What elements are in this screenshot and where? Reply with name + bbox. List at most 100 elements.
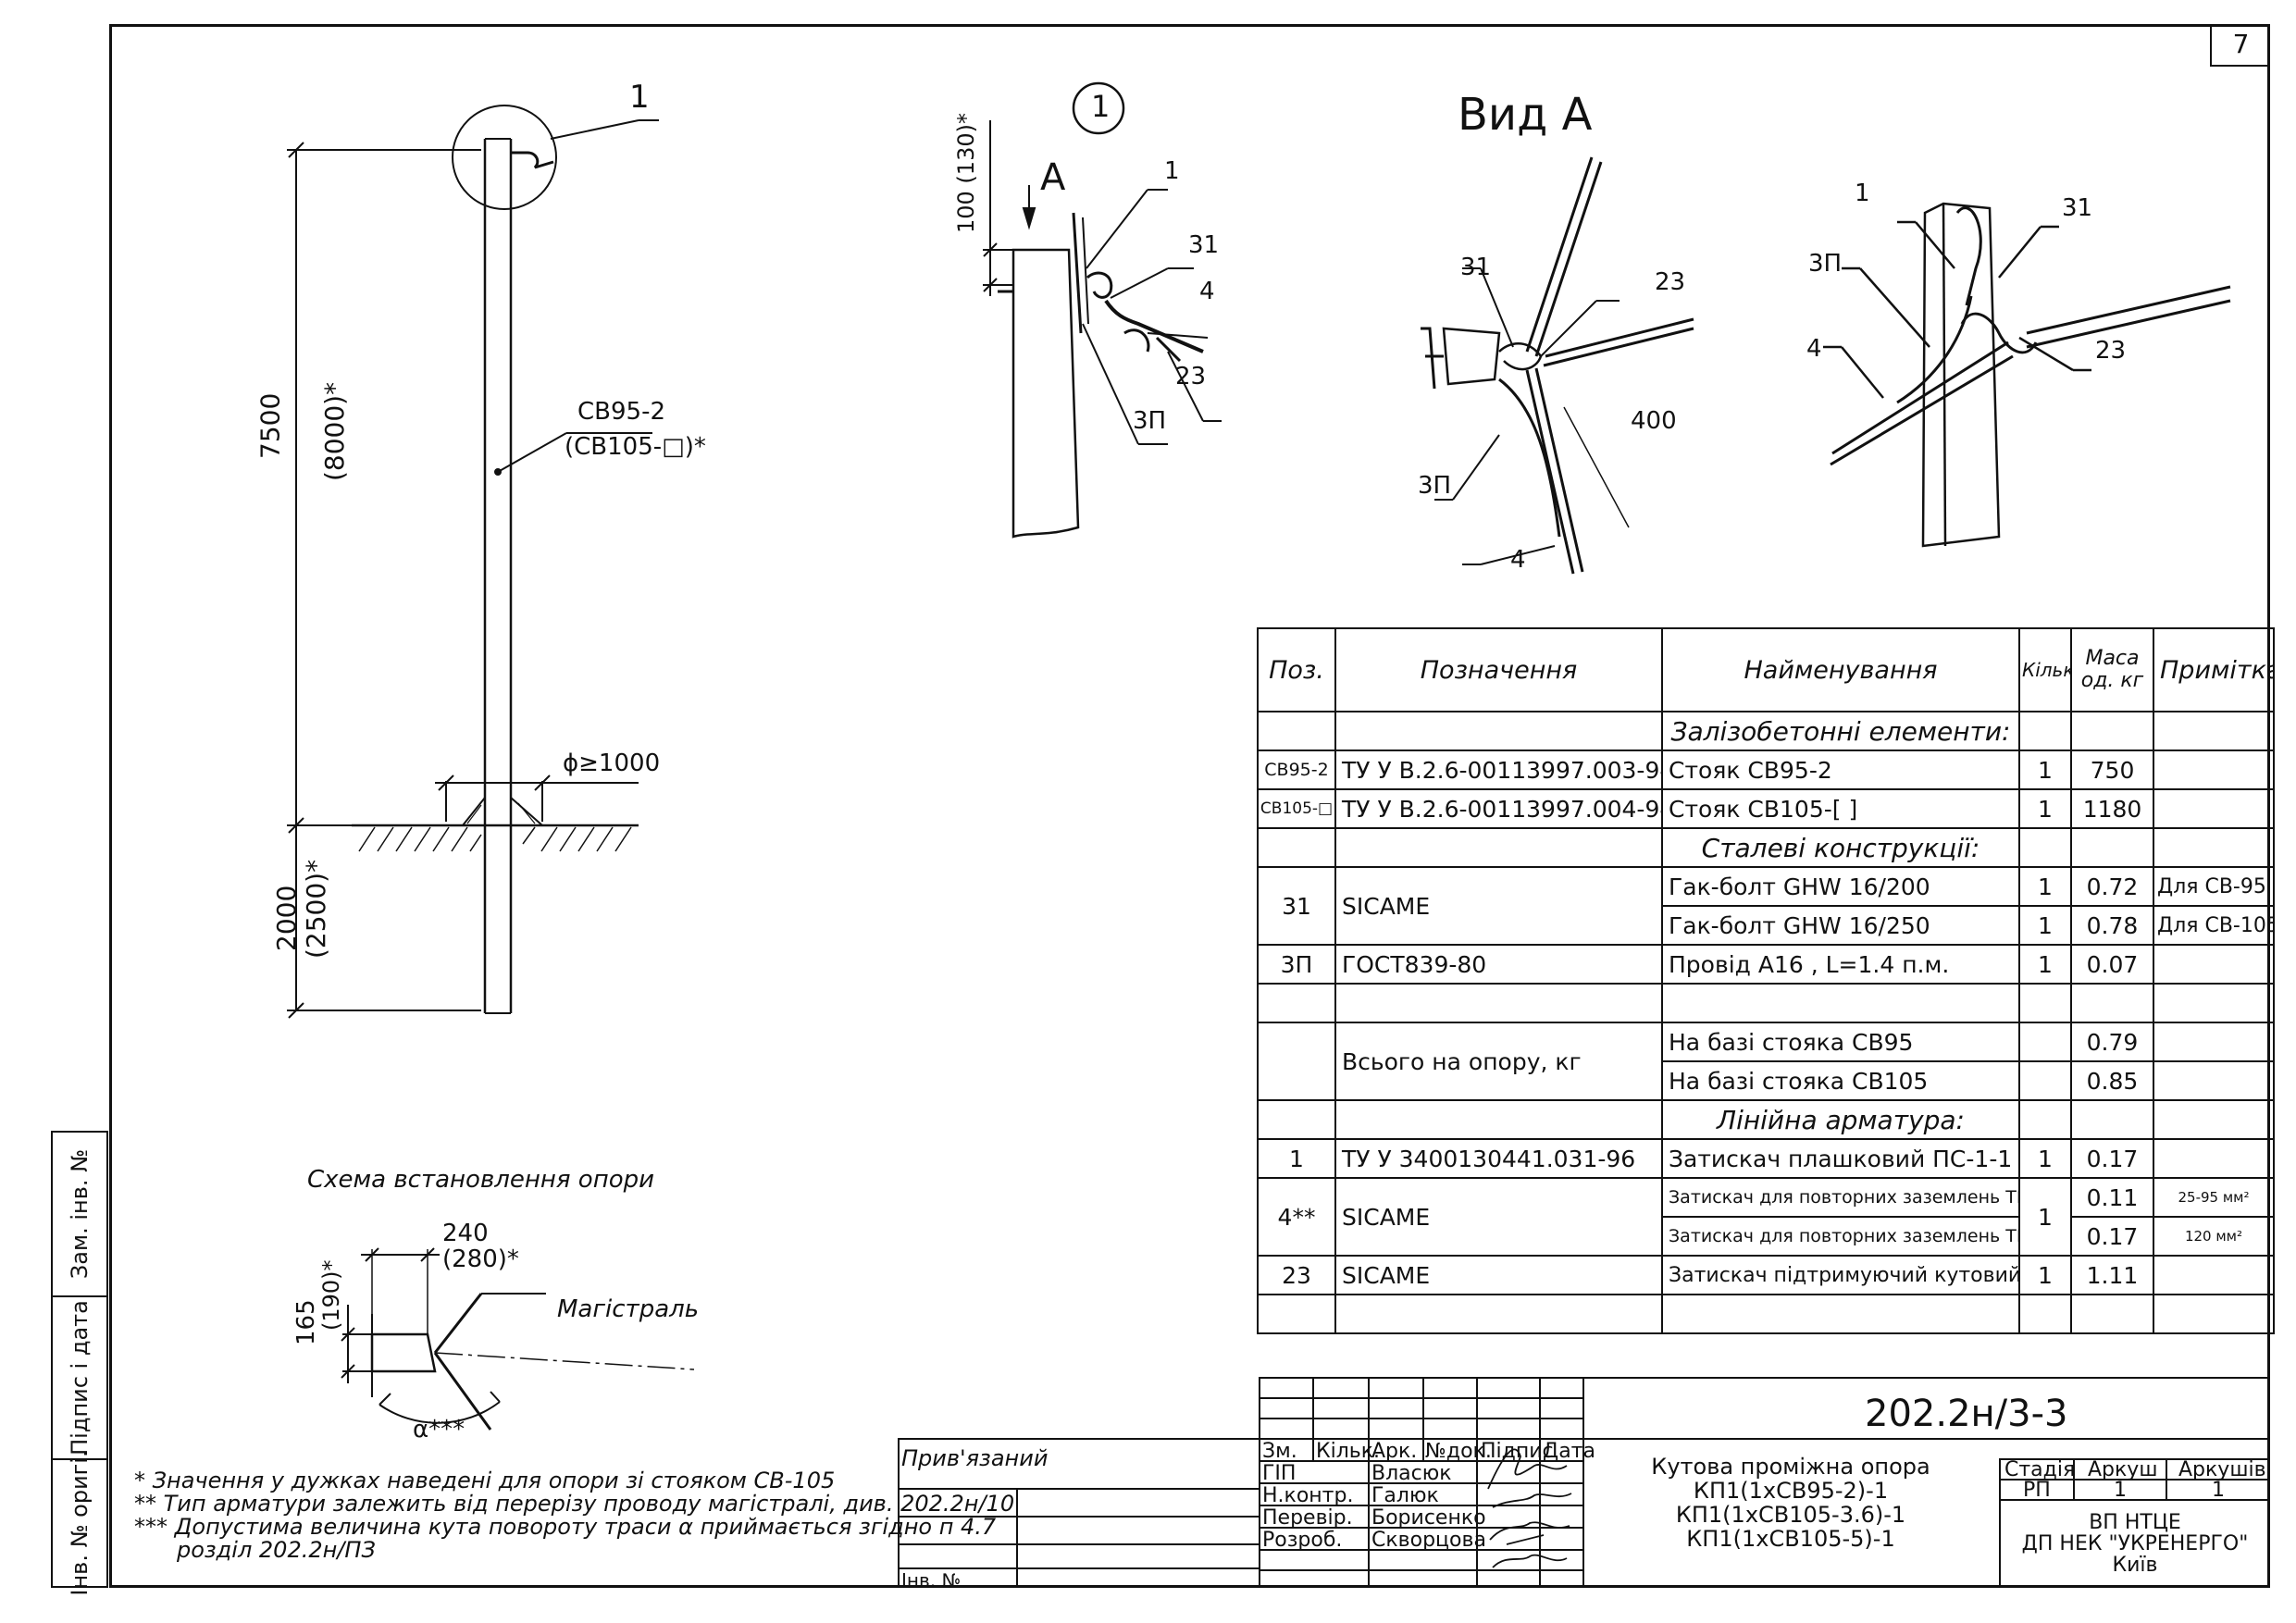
side-stamp-sign-date: Підпис і дата bbox=[51, 1295, 108, 1460]
drawing-notes: * Значення у дужках наведені для опори з… bbox=[134, 1469, 1014, 1562]
detail-1-label-1: 1 bbox=[1164, 157, 1180, 185]
sheets-label: Аркушів bbox=[2178, 1458, 2266, 1481]
detail-1-label-4: 4 bbox=[1199, 278, 1215, 305]
name-pereviv: Борисенко bbox=[1371, 1506, 1486, 1530]
table-row: СВ95-2 ТУ У В.2.6-00113997.003-94 Стояк … bbox=[1257, 750, 2275, 790]
iso-label-3p: 3П bbox=[1808, 250, 1843, 278]
side-stamp-inv-orig: Інв. № оригі. bbox=[51, 1450, 108, 1596]
main-callout-label: 1 bbox=[629, 79, 650, 116]
height-dimension: 7500 bbox=[254, 392, 286, 459]
scheme-dim-height: 165 bbox=[292, 1299, 320, 1345]
detail-1-drawing bbox=[983, 81, 1222, 539]
note-3: *** Допустима величина кута повороту тра… bbox=[134, 1514, 997, 1540]
table-row: На базі стояка СВ105 0.85 bbox=[1258, 1060, 2275, 1101]
name-gip: Власюк bbox=[1371, 1462, 1452, 1485]
col-header-doc: №док. bbox=[1425, 1440, 1492, 1463]
detail-1-label-3p: 3П bbox=[1133, 407, 1167, 435]
view-a-label-3p: 3П bbox=[1418, 472, 1452, 500]
table-row: 23 SICAME Затискач підтримуючий кутовий … bbox=[1257, 1255, 2275, 1295]
organization: ВП НТЦЕ ДП НЕК "УКРЕНЕРГО" Київ bbox=[2021, 1511, 2249, 1577]
note-2: ** Тип арматури залежить від перерізу пр… bbox=[134, 1491, 1015, 1517]
table-row: 4** SICAME Затискач для повторних заземл… bbox=[1257, 1177, 2275, 1257]
table-row: Всього на опору, кг На базі стояка СВ95 … bbox=[1257, 1022, 2275, 1101]
col-header-mass: Маса од. кг bbox=[2070, 627, 2154, 712]
spec-header-row: Поз. Позначення Найменування Кільк. Маса… bbox=[1257, 627, 2275, 712]
col-header-kilk: Кільк. bbox=[1316, 1440, 1381, 1463]
table-row: Сталеві конструкції: bbox=[1257, 827, 2275, 868]
installation-scheme-drawing bbox=[341, 1247, 695, 1431]
role-nkontr: Н.контр. bbox=[1262, 1484, 1354, 1507]
detail-1-arrow-label: A bbox=[1040, 156, 1066, 199]
detail-1-dim: 100 (130)* bbox=[953, 113, 979, 233]
table-row bbox=[1257, 1294, 2275, 1334]
table-row bbox=[1257, 983, 2275, 1023]
pole-type-label: СВ95-2 bbox=[577, 398, 665, 426]
sheet-label: Аркуш bbox=[2088, 1458, 2158, 1481]
side-stamp-inv-zam: Зам. інв. № bbox=[51, 1131, 108, 1297]
scheme-dim-height-alt: (190)* bbox=[318, 1259, 344, 1331]
note-4: розділ 202.2н/ПЗ bbox=[177, 1537, 376, 1563]
scheme-title: Схема встановлення опори bbox=[307, 1166, 655, 1194]
pole-type-label-alt: (СВ105-□)* bbox=[565, 433, 706, 461]
role-gip: ГІП bbox=[1262, 1462, 1297, 1485]
table-row: 3П ГОСТ839-80 Провід А16 , L=1.4 п.м. 1 … bbox=[1257, 944, 2275, 985]
section-concrete: Залізобетонні елементи: bbox=[1661, 711, 2020, 751]
main-pole-drawing bbox=[287, 105, 659, 1019]
view-a-label-400: 400 bbox=[1631, 407, 1677, 435]
view-a-label-31: 31 bbox=[1460, 254, 1492, 281]
detail-1-label-23: 23 bbox=[1175, 363, 1207, 390]
scheme-dim-width: 240 bbox=[442, 1220, 489, 1247]
col-header-name: Найменування bbox=[1661, 627, 2020, 712]
detail-1-title: 1 bbox=[1091, 89, 1111, 124]
table-row: Залізобетонні елементи: bbox=[1257, 711, 2275, 751]
table-row: СВ105-□ ТУ У В.2.6-00113997.004-94 Стояк… bbox=[1257, 788, 2275, 829]
detail-1-label-31: 31 bbox=[1188, 231, 1220, 259]
scheme-dim-width-alt: (280)* bbox=[442, 1245, 519, 1273]
name-nkontr: Галюк bbox=[1371, 1484, 1439, 1507]
document-code: 202.2н/3-3 bbox=[1865, 1393, 2068, 1435]
inv-no-label: Інв. № bbox=[901, 1569, 962, 1592]
section-steel: Сталеві конструкції: bbox=[1661, 827, 2020, 868]
scheme-angle-label: α*** bbox=[413, 1416, 465, 1443]
table-row: Гак-болт GHW 16/250 1 0.78 Для СВ-105 bbox=[1258, 905, 2275, 946]
document-title: Кутова проміжна опора КП1(1хСВ95-2)-1 КП… bbox=[1651, 1454, 1930, 1552]
signatures-handwritten bbox=[1487, 1448, 1572, 1568]
iso-label-1: 1 bbox=[1855, 180, 1870, 207]
page-number-box: 7 bbox=[2210, 24, 2270, 67]
col-header-date: Дата bbox=[1543, 1440, 1595, 1463]
col-header-ark: Арк. bbox=[1371, 1440, 1418, 1463]
table-row: Лінійна арматура: bbox=[1257, 1099, 2275, 1140]
depth-dimension-alt: (2500)* bbox=[301, 859, 331, 959]
table-row: Затискач для повторних заземлень TND 231… bbox=[1258, 1216, 2275, 1257]
col-header-pos: Поз. bbox=[1257, 627, 1336, 712]
iso-label-4: 4 bbox=[1806, 335, 1822, 363]
view-a-label-23: 23 bbox=[1655, 268, 1686, 296]
sheets-value: 1 bbox=[2212, 1479, 2225, 1502]
stage-value: РП bbox=[2023, 1479, 2051, 1502]
foundation-diameter: ϕ≥1000 bbox=[563, 750, 661, 777]
view-a-drawing bbox=[1421, 156, 1694, 575]
role-rozrob: Розроб. bbox=[1262, 1529, 1343, 1552]
note-1: * Значення у дужках наведені для опори з… bbox=[134, 1468, 836, 1493]
col-header-qty: Кільк. bbox=[2018, 627, 2072, 712]
col-header-note: Примітка bbox=[2153, 627, 2275, 712]
iso-view-drawing bbox=[1823, 202, 2231, 548]
table-row: 31 SICAME Гак-болт GHW 16/200 1 0.72 Для… bbox=[1257, 866, 2275, 946]
stage-label: Стадія bbox=[2004, 1458, 2076, 1481]
section-line-fittings: Лінійна арматура: bbox=[1661, 1099, 2020, 1140]
role-pereviv: Перевір. bbox=[1262, 1506, 1353, 1530]
table-row: 1 ТУ У 3400130441.031-96 Затискач плашко… bbox=[1257, 1138, 2275, 1179]
iso-label-31: 31 bbox=[2062, 194, 2093, 222]
title-block: Прив'язаний Інв. № Зм. Кільк. Арк. №док.… bbox=[898, 1377, 2270, 1592]
iso-label-23: 23 bbox=[2095, 337, 2127, 365]
view-a-label-4: 4 bbox=[1510, 546, 1526, 574]
tied-label: Прив'язаний bbox=[901, 1445, 1049, 1471]
col-header-designation: Позначення bbox=[1334, 627, 1663, 712]
view-a-title: Вид А bbox=[1458, 89, 1593, 141]
name-rozrob: Скворцова bbox=[1371, 1529, 1486, 1552]
specification-table: Поз. Позначення Найменування Кільк. Маса… bbox=[1257, 627, 2275, 1334]
depth-dimension: 2000 bbox=[271, 885, 302, 951]
col-header-zm: Зм. bbox=[1262, 1440, 1297, 1463]
height-dimension-alt: (8000)* bbox=[319, 381, 350, 481]
scheme-line-label: Магістраль bbox=[557, 1295, 700, 1323]
